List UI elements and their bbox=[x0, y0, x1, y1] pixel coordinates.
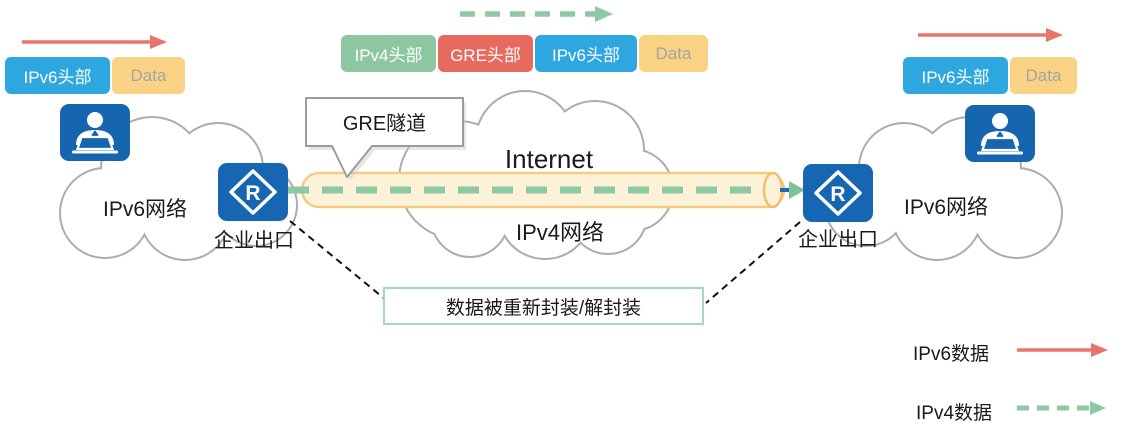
left-router-label: 企业出口 bbox=[214, 230, 294, 252]
gre-callout-bubble bbox=[305, 97, 466, 181]
ipv4-network-label: IPv4网络 bbox=[515, 220, 605, 245]
left-cloud-label: IPv6网络 bbox=[102, 198, 188, 221]
packet-left: IPv6头部 Data bbox=[5, 57, 185, 94]
packet-middle-gre-header: GRE头部 bbox=[438, 35, 533, 72]
packet-left-ipv6-header: IPv6头部 bbox=[5, 57, 110, 94]
left-encap-line bbox=[289, 220, 387, 301]
tunnel-arrowhead bbox=[789, 181, 805, 199]
user-icon bbox=[965, 105, 1035, 162]
packet-middle: IPv4头部 GRE头部 IPv6头部 Data bbox=[341, 35, 708, 72]
user-icon bbox=[60, 104, 130, 161]
encap-dashed-lines bbox=[289, 220, 801, 304]
encapsulation-note: 数据被重新封装/解封装 bbox=[383, 287, 704, 325]
router-letter: R bbox=[830, 183, 845, 206]
left-cloud bbox=[59, 116, 298, 261]
packet-middle-ipv6-header: IPv6头部 bbox=[535, 35, 637, 72]
gre-tunnel-pipe bbox=[288, 171, 805, 209]
gre-tunnel-callout-label: GRE隧道 bbox=[342, 112, 427, 135]
packet-right-data: Data bbox=[1010, 57, 1077, 94]
packet-right: IPv6头部 Data bbox=[903, 57, 1077, 94]
top-left-ipv6-arrow bbox=[22, 35, 167, 49]
top-right-ipv6-arrow bbox=[918, 28, 1063, 42]
right-cloud-label: IPv6网络 bbox=[903, 196, 989, 219]
legend-ipv4-label: IPv4数据 bbox=[916, 403, 993, 424]
legend-ipv4-arrow bbox=[1017, 401, 1106, 415]
packet-left-data: Data bbox=[112, 57, 185, 94]
ipv6-flow-arrows bbox=[22, 28, 1063, 49]
internet-label: Internet bbox=[504, 144, 594, 174]
legend-ipv6-label: IPv6数据 bbox=[913, 344, 990, 365]
top-middle-ipv4-arrow bbox=[460, 6, 613, 22]
router-letter: R bbox=[245, 182, 260, 205]
right-encap-line bbox=[705, 221, 801, 304]
right-router-label: 企业出口 bbox=[798, 229, 878, 251]
router-icon: R bbox=[803, 164, 873, 222]
packet-middle-data: Data bbox=[639, 35, 708, 72]
router-icon: R bbox=[218, 163, 288, 221]
packet-right-ipv6-header: IPv6头部 bbox=[903, 57, 1008, 94]
legend-ipv6-arrow bbox=[1017, 343, 1108, 357]
packet-middle-ipv4-header: IPv4头部 bbox=[341, 35, 436, 72]
tunnel-end-opening bbox=[762, 171, 784, 209]
